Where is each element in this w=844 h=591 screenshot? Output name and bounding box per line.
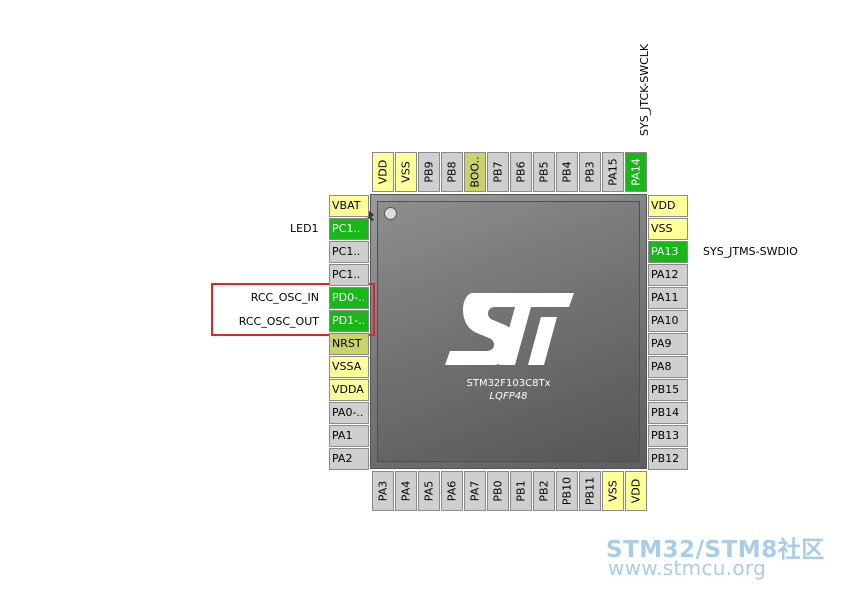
top_pins-pin[interactable]: VDD bbox=[372, 152, 394, 192]
bottom_pins-pin-label: PB0 bbox=[491, 480, 505, 502]
bottom_pins-pin-label: PA5 bbox=[422, 480, 436, 502]
sys-jtck-swclk-signal-label: SYS_JTCK-SWCLK bbox=[638, 43, 651, 136]
watermark-url: www.stmcu.org bbox=[608, 556, 767, 580]
top_pins-pin[interactable]: PB5 bbox=[533, 152, 555, 192]
bottom_pins-pin-label: VDD bbox=[629, 478, 643, 504]
right_pins-pin[interactable]: PB13 bbox=[648, 425, 688, 447]
top_pins-pin-label: BOO.. bbox=[468, 156, 482, 188]
top_pins-pin-label: PA14 bbox=[629, 158, 643, 186]
chip-package-label: LQFP48 bbox=[489, 391, 528, 402]
top_pins-pin[interactable]: BOO.. bbox=[464, 152, 486, 192]
left_pins-pin[interactable]: NRST bbox=[329, 333, 369, 355]
left_pins-pin[interactable]: PA2 bbox=[329, 448, 369, 470]
bottom_pins-pin-label: PB11 bbox=[583, 476, 597, 506]
top_pins-pin[interactable]: PB3 bbox=[579, 152, 601, 192]
right_pins-pin[interactable]: PA13 bbox=[648, 241, 688, 263]
top_pins-pin[interactable]: PA14 bbox=[625, 152, 647, 192]
right_pins-pin[interactable]: PA8 bbox=[648, 356, 688, 378]
bottom_pins-pin[interactable]: PB2 bbox=[533, 471, 555, 511]
top_pins-pin-label: VSS bbox=[399, 161, 413, 183]
bottom_pins-pin[interactable]: PB11 bbox=[579, 471, 601, 511]
bottom_pins-pin[interactable]: PA4 bbox=[395, 471, 417, 511]
left_pins-pin[interactable]: PD0-.. bbox=[329, 287, 369, 309]
top_pins-pin-label: PB8 bbox=[445, 161, 459, 183]
top_pins-pin[interactable]: PB8 bbox=[441, 152, 463, 192]
right_pins-pin[interactable]: PA12 bbox=[648, 264, 688, 286]
bottom_pins-pin[interactable]: PA7 bbox=[464, 471, 486, 511]
bottom_pins-pin[interactable]: PB1 bbox=[510, 471, 532, 511]
st-logo-icon bbox=[445, 293, 574, 365]
top_pins-pin-label: PB4 bbox=[560, 161, 574, 183]
right_pins-pin[interactable]: PA9 bbox=[648, 333, 688, 355]
top_pins-pin[interactable]: PB4 bbox=[556, 152, 578, 192]
top_pins-pin-label: PA15 bbox=[606, 158, 620, 186]
top_pins-pin-label: PB9 bbox=[422, 161, 436, 183]
bottom_pins-pin[interactable]: PA3 bbox=[372, 471, 394, 511]
right_pins-pin[interactable]: PA10 bbox=[648, 310, 688, 332]
top_pins-pin-label: VDD bbox=[376, 159, 390, 185]
right_pins-pin[interactable]: PA11 bbox=[648, 287, 688, 309]
right_pins-pin[interactable]: PB15 bbox=[648, 379, 688, 401]
top_pins-pin[interactable]: PB7 bbox=[487, 152, 509, 192]
bottom_pins-pin[interactable]: VSS bbox=[602, 471, 624, 511]
bottom_pins-pin-label: PB2 bbox=[537, 480, 551, 502]
mcu-chip-body[interactable] bbox=[370, 194, 647, 469]
chip-part-number: STM32F103C8Tx bbox=[466, 378, 551, 389]
bottom_pins-pin[interactable]: PB0 bbox=[487, 471, 509, 511]
bottom_pins-pin-label: PB10 bbox=[560, 476, 574, 506]
left_pins-pin[interactable]: PD1-.. bbox=[329, 310, 369, 332]
left_pins-pin[interactable]: PC1.. bbox=[329, 218, 369, 240]
top_pins-pin-label: PB3 bbox=[583, 161, 597, 183]
left_pins-pin[interactable]: VDDA bbox=[329, 379, 369, 401]
left_pins-pin[interactable]: PA1 bbox=[329, 425, 369, 447]
left_pins-pin[interactable]: VBAT bbox=[329, 195, 369, 217]
bottom_pins-pin[interactable]: VDD bbox=[625, 471, 647, 511]
top_pins-pin[interactable]: PA15 bbox=[602, 152, 624, 192]
bottom_pins-pin-label: PA4 bbox=[399, 480, 413, 502]
right_pins-pin[interactable]: PB14 bbox=[648, 402, 688, 424]
bottom_pins-pin[interactable]: PB10 bbox=[556, 471, 578, 511]
bottom_pins-pin-label: PB1 bbox=[514, 480, 528, 502]
right_pins-pin[interactable]: VSS bbox=[648, 218, 688, 240]
bottom_pins-pin-label: PA6 bbox=[445, 480, 459, 502]
led1-signal-label: LED1 bbox=[290, 222, 319, 235]
left_pins-pin[interactable]: VSSA bbox=[329, 356, 369, 378]
bottom_pins-pin-label: PA7 bbox=[468, 480, 482, 502]
left_pins-pin[interactable]: PA0-.. bbox=[329, 402, 369, 424]
bottom_pins-pin-label: PA3 bbox=[376, 480, 390, 502]
rcc-osc-out-signal-label: RCC_OSC_OUT bbox=[238, 315, 319, 328]
bottom_pins-pin[interactable]: PA5 bbox=[418, 471, 440, 511]
top_pins-pin[interactable]: PB6 bbox=[510, 152, 532, 192]
oscillator-pins-highlight-box bbox=[211, 283, 375, 336]
bottom_pins-pin[interactable]: PA6 bbox=[441, 471, 463, 511]
right_pins-pin[interactable]: PB12 bbox=[648, 448, 688, 470]
left_pins-pin[interactable]: PC1.. bbox=[329, 241, 369, 263]
sys-jtms-swdio-signal-label: SYS_JTMS-SWDIO bbox=[703, 245, 798, 258]
pin1-marker-dot bbox=[384, 207, 397, 220]
left_pins-pin[interactable]: PC1.. bbox=[329, 264, 369, 286]
top_pins-pin[interactable]: PB9 bbox=[418, 152, 440, 192]
top_pins-pin[interactable]: VSS bbox=[395, 152, 417, 192]
bottom_pins-pin-label: VSS bbox=[606, 480, 620, 502]
watermark-title: STM32/STM8社区 bbox=[606, 537, 825, 563]
right_pins-pin[interactable]: VDD bbox=[648, 195, 688, 217]
top_pins-pin-label: PB5 bbox=[537, 161, 551, 183]
top_pins-pin-label: PB6 bbox=[514, 161, 528, 183]
top_pins-pin-label: PB7 bbox=[491, 161, 505, 183]
rcc-osc-in-signal-label: RCC_OSC_IN bbox=[250, 291, 319, 304]
